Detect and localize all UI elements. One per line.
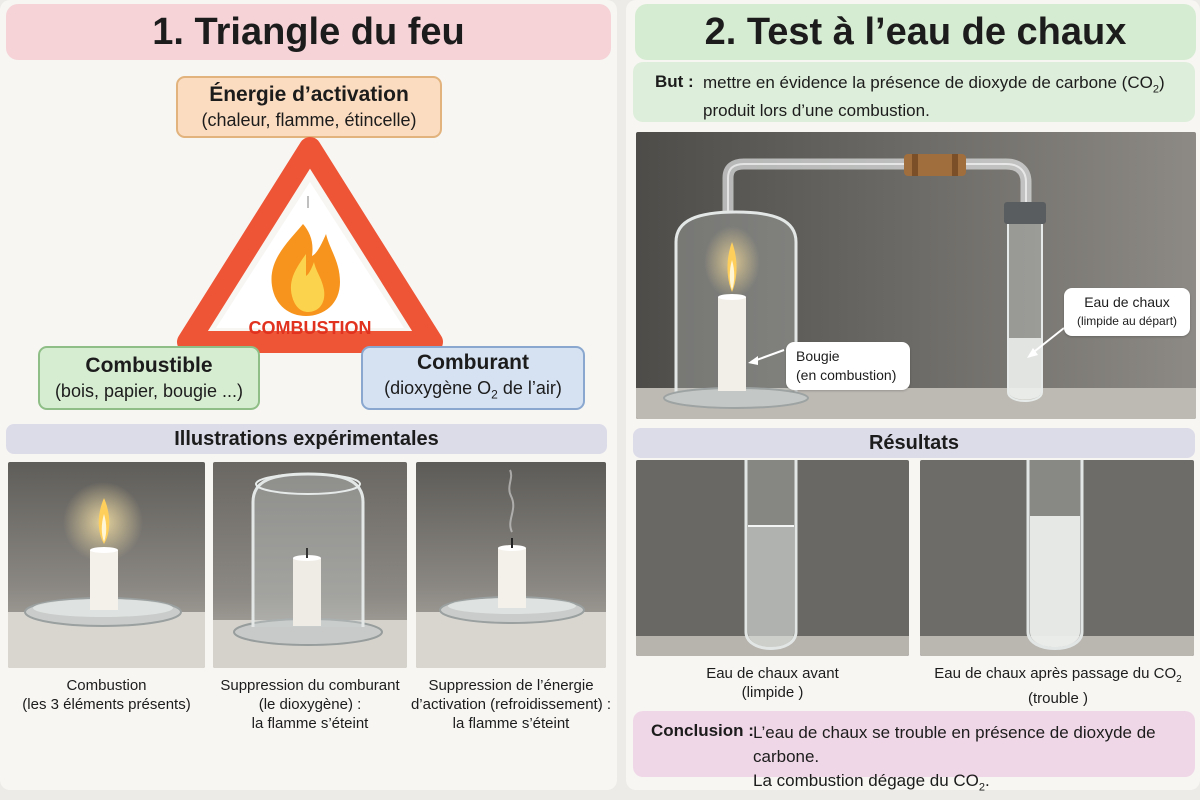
caption-after-line2: (trouble ) bbox=[1027, 690, 1089, 707]
conclusion-label: Conclusion : bbox=[651, 721, 754, 740]
conclusion-line1: L’eau de chaux se trouble en présence de… bbox=[753, 723, 1156, 766]
caption-energy-line2: d’activation (refroidissement) : bbox=[410, 696, 612, 713]
oxidizer-title: Comburant bbox=[417, 350, 529, 374]
oxidizer-box: Comburant (dioxygène O2 de l’air) bbox=[361, 346, 585, 410]
limewater-callout-line2: (limpide au départ) bbox=[1076, 314, 1178, 328]
fuel-title: Combustible bbox=[85, 354, 213, 377]
caption-combustion-line2: (les 3 éléments présents) bbox=[22, 696, 191, 713]
fuel-box: Combustible (bois, papier, bougie ...) bbox=[38, 346, 260, 410]
caption-oxidizer-line3: la flamme s’éteint bbox=[251, 715, 369, 732]
triangle-shape bbox=[177, 137, 443, 353]
limewater-arrow bbox=[1029, 327, 1065, 356]
goal-line1-post: ) bbox=[1158, 73, 1165, 92]
experimental-illustrations-title: Illustrations expérimentales bbox=[6, 424, 607, 454]
conclusion-subscript: 2 bbox=[978, 781, 985, 794]
oxidizer-subscript: 2 bbox=[491, 387, 498, 402]
candle-callout-line2: (en combustion) bbox=[796, 367, 897, 383]
candle-callout-line1: Bougie bbox=[796, 348, 840, 364]
caption-remove-oxidizer: Suppression du comburant (le dioxygène) … bbox=[208, 676, 412, 733]
fire-triangle-title: 1. Triangle du feu bbox=[6, 4, 611, 60]
caption-oxidizer-line2: (le dioxygène) : bbox=[258, 696, 362, 713]
conclusion-text: L’eau de chaux se trouble en présence de… bbox=[753, 721, 1193, 799]
limewater-test-title: 2. Test à l’eau de chaux bbox=[635, 4, 1196, 60]
activation-energy-subtitle: (chaleur, flamme, étincelle) bbox=[201, 110, 417, 130]
caption-energy-line3: la flamme s’éteint bbox=[452, 715, 570, 732]
fuel-subtitle: (bois, papier, bougie ...) bbox=[54, 381, 244, 401]
oxidizer-subtitle-pre: (dioxygène O bbox=[384, 377, 492, 398]
conclusion-box: Conclusion : L’eau de chaux se trouble e… bbox=[633, 711, 1195, 793]
activation-energy-box: Énergie d’activation (chaleur, flamme, é… bbox=[176, 76, 442, 138]
goal-line1: mettre en évidence la présence de dioxyd… bbox=[703, 72, 1183, 100]
limewater-callout-line1: Eau de chaux bbox=[1084, 294, 1170, 310]
clear-limewater-photo bbox=[636, 460, 909, 656]
caption-after-line1: Eau de chaux après passage du CO2 bbox=[918, 664, 1198, 689]
oxidizer-subtitle-post: de l’air) bbox=[497, 377, 562, 398]
caption-after-line1-pre: Eau de chaux après passage du CO bbox=[934, 665, 1177, 682]
caption-energy-line1: Suppression de l’énergie bbox=[428, 677, 594, 694]
oxidizer-subtitle: (dioxygène O2 de l’air) bbox=[363, 376, 583, 407]
goal-line2: produit lors d’une combustion. bbox=[703, 101, 930, 121]
candle-callout: Bougie (en combustion) bbox=[786, 342, 910, 390]
goal-box: But : mettre en évidence la présence de … bbox=[633, 62, 1195, 122]
conclusion-line2: La combustion dégage du CO2. bbox=[753, 769, 1193, 799]
covered-candle-photo bbox=[213, 462, 407, 668]
caption-oxidizer-line1: Suppression du comburant bbox=[220, 677, 400, 694]
caption-before-line2: (limpide ) bbox=[741, 684, 804, 701]
extinguished-candle-photo bbox=[416, 462, 606, 668]
caption-after: Eau de chaux après passage du CO2 (troub… bbox=[918, 664, 1198, 708]
caption-before: Eau de chaux avant (limpide ) bbox=[636, 664, 909, 702]
conclusion-line2-post: . bbox=[985, 771, 990, 790]
combustion-label: COMBUSTION bbox=[249, 318, 372, 338]
limewater-setup-photo bbox=[636, 132, 1196, 419]
goal-subscript: 2 bbox=[1152, 83, 1159, 96]
caption-after-subscript: 2 bbox=[1176, 674, 1182, 685]
goal-line1-pre: mettre en évidence la présence de dioxyd… bbox=[703, 73, 1153, 92]
limewater-callout: Eau de chaux (limpide au départ) bbox=[1064, 288, 1190, 336]
candle-burning-photo bbox=[8, 462, 205, 668]
goal-text: mettre en évidence la présence de dioxyd… bbox=[703, 72, 1183, 122]
results-title: Résultats bbox=[633, 428, 1195, 458]
fire-triangle: COMBUSTION bbox=[177, 137, 443, 353]
flame-icon bbox=[271, 224, 340, 316]
caption-combustion: Combustion (les 3 éléments présents) bbox=[8, 676, 205, 714]
goal-label: But : bbox=[655, 72, 694, 91]
cloudy-limewater-photo bbox=[920, 460, 1194, 656]
caption-remove-energy: Suppression de l’énergie d’activation (r… bbox=[406, 676, 616, 733]
caption-before-line1: Eau de chaux avant bbox=[706, 665, 839, 682]
conclusion-line2-pre: La combustion dégage du CO bbox=[753, 771, 979, 790]
caption-combustion-line1: Combustion bbox=[66, 677, 147, 694]
activation-energy-title: Énergie d’activation bbox=[209, 83, 409, 106]
